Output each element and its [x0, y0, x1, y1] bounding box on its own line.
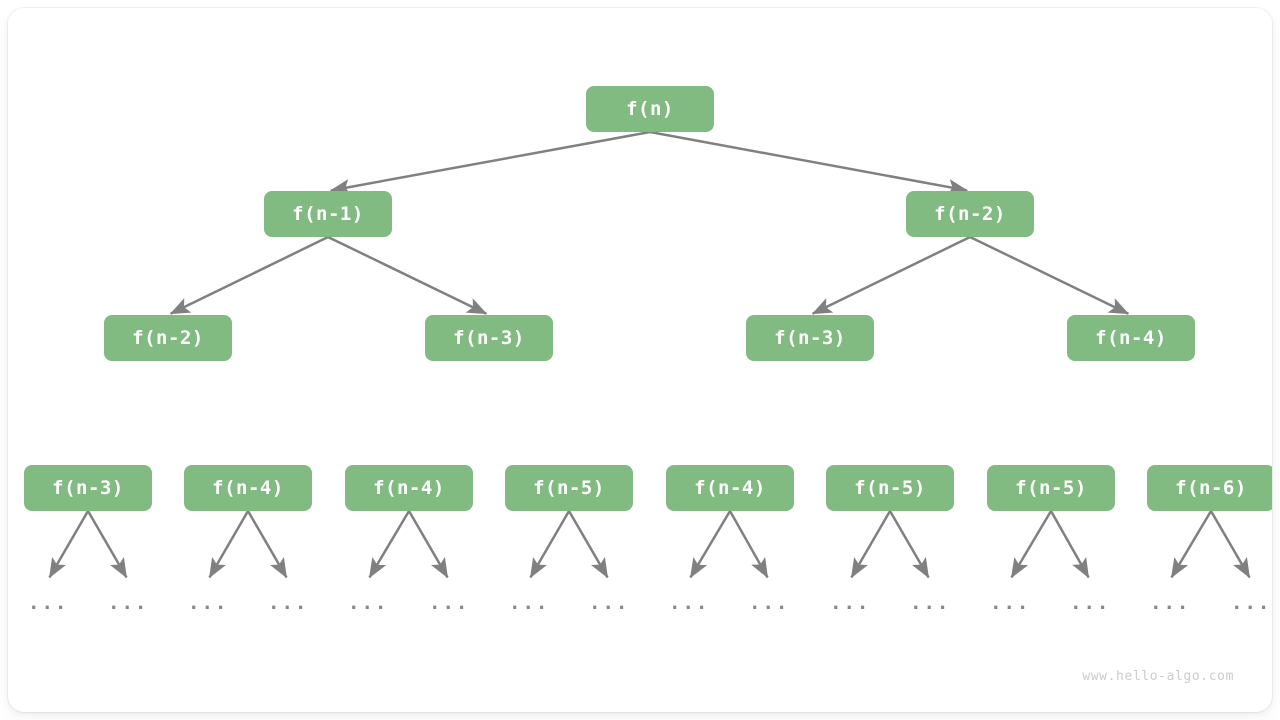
edge-n13-to-e20	[1010, 510, 1053, 579]
edge-n0-to-n1	[329, 130, 651, 195]
tree-node-n4: f(n-3)	[425, 315, 553, 361]
edge-n1-to-n4	[327, 235, 488, 315]
edge-n10-to-e14	[529, 510, 571, 579]
edge-n12-to-e18	[850, 510, 892, 579]
edge-n14-to-e23	[1209, 510, 1251, 579]
edge-n8-to-e10	[208, 510, 250, 579]
ellipsis-e18: ...	[830, 592, 871, 614]
edge-n12-to-e19	[888, 510, 930, 579]
tree-node-n7: f(n-3)	[24, 465, 152, 511]
tree-node-n13: f(n-5)	[987, 465, 1115, 511]
ellipsis-e20: ...	[990, 592, 1031, 614]
ellipsis-e23: ...	[1231, 592, 1272, 614]
ellipsis-e11: ...	[268, 592, 309, 614]
edge-n2-to-n6	[969, 235, 1130, 315]
edge-n9-to-e12	[368, 510, 411, 579]
tree-node-n10: f(n-5)	[505, 465, 633, 511]
edge-n2-to-n5	[811, 235, 971, 315]
tree-node-n14: f(n-6)	[1147, 465, 1272, 511]
ellipsis-e13: ...	[429, 592, 470, 614]
edge-n11-to-e17	[728, 510, 769, 579]
watermark: www.hello-algo.com	[1082, 669, 1234, 684]
edge-n13-to-e21	[1049, 510, 1090, 579]
tree-node-n2: f(n-2)	[906, 191, 1034, 237]
edge-n14-to-e22	[1170, 510, 1213, 579]
ellipsis-e12: ...	[348, 592, 389, 614]
edge-n1-to-n3	[169, 235, 329, 315]
diagram-card: f(n) f(n-1) f(n-2) f(n-2) f(n-3) f(n-3) f(n-4)…	[8, 8, 1272, 712]
edge-n8-to-e11	[246, 510, 288, 579]
tree-node-n1: f(n-1)	[264, 191, 392, 237]
tree-node-n3: f(n-2)	[104, 315, 232, 361]
tree-node-n8: f(n-4)	[184, 465, 312, 511]
tree-node-n5: f(n-3)	[746, 315, 874, 361]
tree-node-n12: f(n-5)	[826, 465, 954, 511]
edge-n9-to-e13	[407, 510, 449, 579]
ellipsis-e9: ...	[108, 592, 149, 614]
tree-node-n9: f(n-4)	[345, 465, 473, 511]
edge-n7-to-e9	[86, 510, 128, 579]
ellipsis-e8: ...	[28, 592, 69, 614]
edge-n11-to-e16	[689, 510, 732, 579]
ellipsis-e19: ...	[910, 592, 951, 614]
ellipsis-e15: ...	[589, 592, 630, 614]
ellipsis-e17: ...	[749, 592, 790, 614]
ellipsis-e10: ...	[188, 592, 229, 614]
ellipsis-e21: ...	[1070, 592, 1111, 614]
ellipsis-e22: ...	[1150, 592, 1191, 614]
edge-n7-to-e8	[48, 510, 90, 579]
edge-n0-to-n2	[649, 130, 969, 195]
ellipsis-e14: ...	[509, 592, 550, 614]
tree-node-n0: f(n)	[586, 86, 714, 132]
tree-node-n11: f(n-4)	[666, 465, 794, 511]
ellipsis-e16: ...	[669, 592, 710, 614]
edge-n10-to-e15	[567, 510, 609, 579]
tree-node-n6: f(n-4)	[1067, 315, 1195, 361]
